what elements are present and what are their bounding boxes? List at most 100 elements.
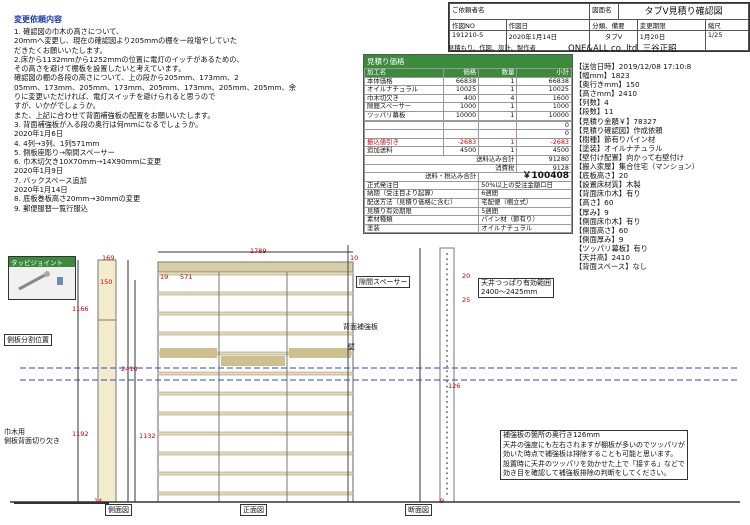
- note-line: 3. 背面補強板が入る段の奥行は何mmになるでしょうか。: [14, 119, 203, 129]
- dim-1166: 1166: [72, 305, 89, 313]
- tapping-joint-photo: タッピジョイント: [8, 256, 76, 300]
- spec-item: 【奥行きmm】150: [575, 80, 640, 90]
- shelf-pin-hole: [446, 431, 448, 434]
- kind: タブV: [589, 30, 638, 51]
- dim-14: 14: [94, 497, 103, 505]
- spec-item: 【天井高】2410: [575, 252, 631, 262]
- dim-1789: 1789: [250, 247, 267, 255]
- note-line: 05mm、173mm、205mm、173mm、205mm、173mm、205mm…: [14, 82, 296, 92]
- spec-item: 【背面床巾木】有り: [575, 189, 641, 199]
- note-line: 7. バックスペース追加: [14, 175, 87, 185]
- spec-item: 【高さmm】2410: [575, 89, 637, 99]
- shelf-pin-hole: [446, 436, 448, 439]
- spec-item: 【幅mm】1823: [575, 71, 630, 81]
- drawing-date: 2020年1月14日: [505, 30, 591, 51]
- spec-item: 【ツッパリ幕板】有り: [575, 243, 648, 253]
- note-line: また、上記に合わせて背面補強板の配置をお願いいたします。: [14, 110, 215, 120]
- shelf-pin-hole: [446, 324, 448, 327]
- drawing-no-label: 作図NO: [449, 19, 507, 31]
- dim-169: 169: [102, 254, 115, 262]
- wall-label: 壁: [348, 343, 355, 351]
- notes-header: 変更依頼内容: [14, 15, 62, 24]
- shelf-pin-hole: [446, 477, 448, 480]
- shelf-drawing: [10, 245, 740, 504]
- shelf-pin-hole: [446, 380, 448, 383]
- note-line: 4. 4列→3列、1列571mm: [14, 138, 100, 148]
- note-line: 5. 側板座彫り→隙間スペーサー: [14, 147, 115, 157]
- shelf-pin-hole: [446, 349, 448, 352]
- drawing-date-label: 作図日: [505, 19, 591, 31]
- side-split-label: 側板分割位置: [4, 334, 52, 346]
- spec-item: 【樹種】節有りパイン材: [575, 134, 656, 144]
- notes-lines: 1. 確認図の巾木の高さについて、20mmへ変更し、現在の確認図より205mmの…: [14, 27, 359, 213]
- shelf-board: [157, 351, 354, 356]
- dim-1132: 1132: [139, 432, 156, 440]
- spec-item: 【側面厚み】9: [575, 234, 624, 244]
- shelf-board: [157, 311, 354, 316]
- shelf-pin-hole: [446, 339, 448, 342]
- estimate-title: 見積り価格: [364, 55, 572, 68]
- shelf-pin-hole: [446, 467, 448, 470]
- deadline-label: 変更期限: [636, 19, 706, 31]
- dim-9: 9: [440, 497, 445, 505]
- spec-item: 【見積り確認図】作成依頼: [575, 125, 663, 135]
- shelf-pin-hole: [446, 492, 448, 495]
- dim-20: 20: [462, 272, 471, 280]
- scale-label: 縮尺: [704, 19, 750, 31]
- dim-2410: 2410: [121, 365, 138, 373]
- dim-126: 126: [448, 382, 461, 390]
- shelf-pin-hole: [446, 446, 448, 449]
- spec-item: 【側面床巾木】有り: [575, 216, 641, 226]
- estimate-info-row: 塗装オイルナチュラル: [363, 223, 572, 234]
- dim-1192: 1192: [72, 430, 89, 438]
- estimate-row: 0: [364, 120, 572, 131]
- dim-19: 19: [160, 273, 169, 281]
- shelf-board: [157, 491, 354, 496]
- note-line: 1. 確認図の巾木の高さについて、: [14, 27, 124, 36]
- estimate-row: [364, 119, 572, 122]
- gap-spacer-label: 隙間スペーサー: [356, 276, 411, 288]
- estimate-info-row: 配送方法（見積り価格に含む）宅配便（梱立式）: [363, 197, 572, 208]
- estimate-row: 0: [364, 129, 572, 139]
- drawing-name: タブV見積り確認図: [618, 3, 749, 20]
- shelf-board: [157, 331, 354, 336]
- kind-label: 分類、備要: [589, 19, 638, 31]
- note-line: 確認図の棚の各段の高さについて、上の段から205mm、173mm、2: [14, 73, 239, 83]
- shelf-pin-hole: [446, 370, 448, 373]
- shelf-pin-hole: [446, 487, 448, 490]
- note-line: その高さを避けて棚板を設置したいと考えています。: [14, 64, 186, 74]
- scale: 1/25: [704, 30, 750, 51]
- spec-item: 【厚み】9: [575, 207, 609, 217]
- company-name: ONE&ALL co.,ltd. 三谷正昭: [568, 44, 677, 54]
- shelf-pin-hole: [446, 273, 448, 276]
- shelf-pin-hole: [446, 258, 448, 261]
- side-view-label: 側面図: [105, 504, 132, 516]
- spec-item: 【搬入家屋】集合住宅（マンション）: [575, 162, 700, 172]
- shelf-pin-hole: [446, 263, 448, 266]
- shelf-board: [157, 471, 354, 476]
- shelf-board: [157, 431, 354, 436]
- maker-line: 見積もり、作図、設計、製作者: [448, 45, 536, 52]
- shelf-pin-hole: [446, 268, 448, 271]
- shelf-pin-hole: [446, 457, 448, 459]
- shelf-pin-hole: [446, 462, 448, 465]
- dim-25: 25: [462, 296, 471, 304]
- spec-item: 【高さ】60: [575, 198, 614, 208]
- section-view-label: 断面図: [405, 504, 432, 516]
- note-line: だきたくお願いいたします。: [14, 45, 107, 55]
- shelf-pin-hole: [446, 385, 448, 388]
- client-label: ご依頼者名: [448, 3, 591, 20]
- shelf-pin-hole: [446, 441, 448, 444]
- shelf-board: [157, 271, 354, 276]
- spec-item: 【段数】11: [575, 107, 614, 117]
- spec-item: 【見積り金額￥】78327: [575, 116, 657, 126]
- shelf-pin-hole: [446, 472, 448, 475]
- spec-list: 【送信日時】2019/12/08 17:10:8【幅mm】1823【奥行きmm】…: [575, 62, 747, 271]
- note-line: 8. 底板巻板高さ20mm→30mmの変更: [14, 194, 141, 204]
